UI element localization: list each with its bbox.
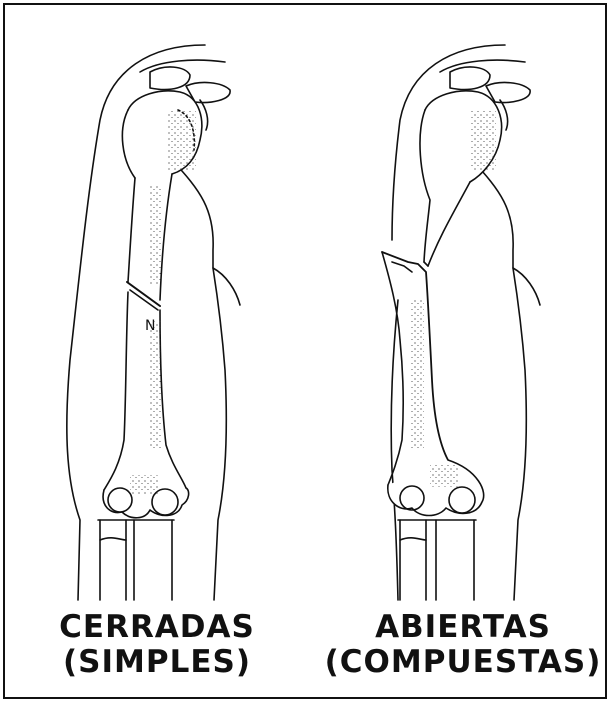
ulna-left: [134, 520, 172, 600]
radius-left: [100, 520, 126, 600]
caption-open-fracture: ABIERTAS (COMPUESTAS): [318, 610, 608, 679]
caption-closed-title: CERRADAS: [14, 610, 300, 645]
caption-open-title: ABIERTAS: [318, 610, 608, 645]
humerus-shaft-upper: [128, 178, 135, 282]
humerus-shaft-lower: [104, 292, 128, 490]
arm-outline-right-open: [472, 160, 526, 600]
caption-open-subtitle: (COMPUESTAS): [318, 645, 608, 680]
radius-right: [400, 520, 426, 600]
arm-outline-right: [172, 160, 226, 600]
ulna-right: [436, 520, 474, 600]
fracture-line: [127, 282, 160, 306]
closed-fracture-illustration: N: [67, 45, 240, 600]
open-fracture-illustration: [382, 45, 540, 600]
caption-closed-fracture: CERRADAS (SIMPLES): [14, 610, 300, 679]
caption-closed-subtitle: (SIMPLES): [14, 645, 300, 680]
